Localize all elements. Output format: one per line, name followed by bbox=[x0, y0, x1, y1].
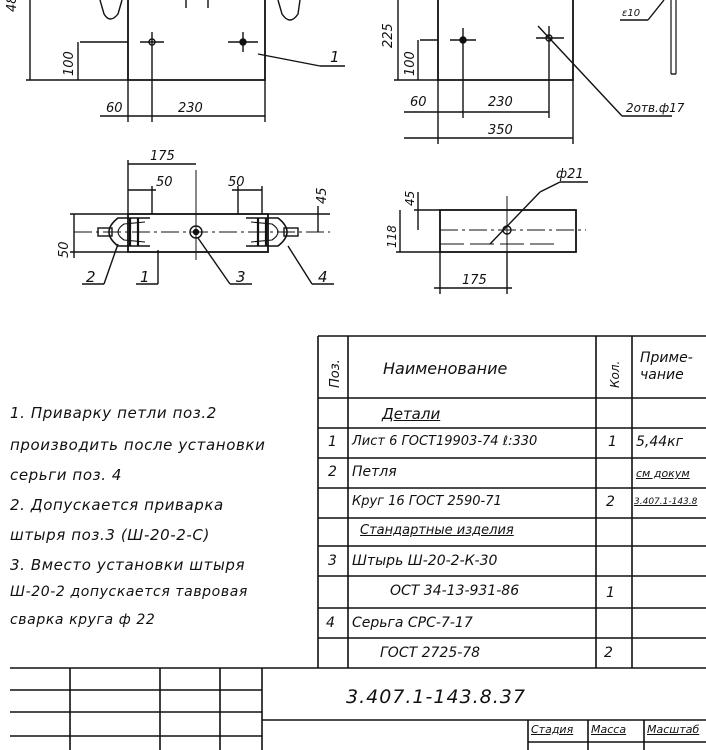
title-masshtab: Масштаб bbox=[647, 723, 700, 736]
section-view bbox=[396, 181, 588, 294]
leader-pos-1: 1 bbox=[140, 268, 150, 286]
side-view bbox=[394, 0, 677, 144]
title-massa: Масса bbox=[591, 723, 627, 736]
header-note: Приме- чание bbox=[640, 350, 693, 383]
note-line-6: 3. Вместо установки штыря bbox=[10, 556, 246, 574]
row-7-name: Серьга СРС-7-17 bbox=[352, 615, 473, 631]
row-1-name: Лист 6 ГОСТ19903-74 ℓ:330 bbox=[352, 434, 538, 449]
row-8-name: ГОСТ 2725-78 bbox=[380, 645, 481, 661]
dim-front-hole-height: 100 bbox=[62, 51, 77, 76]
leader-pos-2: 2 bbox=[86, 268, 96, 286]
dim-plan-175: 175 bbox=[150, 149, 175, 164]
dim-section-175: 175 bbox=[462, 273, 487, 288]
dim-plan-50-left: 50 bbox=[156, 175, 173, 190]
leader-pos-1-top: 1 bbox=[330, 48, 340, 66]
row-5-pos: 3 bbox=[328, 553, 337, 569]
row-7-pos: 4 bbox=[326, 615, 335, 631]
dim-section-diameter: ф21 bbox=[556, 167, 584, 182]
row-2-note: см докум bbox=[636, 467, 690, 480]
leader-pos-4: 4 bbox=[318, 268, 328, 286]
header-qty: Кол. bbox=[608, 361, 622, 388]
row-2-name: Петля bbox=[352, 464, 397, 480]
header-pos: Поз. bbox=[328, 359, 343, 388]
row-0-name: Детали bbox=[382, 405, 441, 423]
row-3-name: Круг 16 ГОСТ 2590-71 bbox=[352, 494, 502, 509]
note-line-4: 2. Допускается приварка bbox=[10, 496, 224, 514]
note-line-5: штыря поз.3 (Ш-20-2-С) bbox=[10, 526, 210, 544]
dim-side-100: 100 bbox=[403, 51, 418, 76]
note-line-1: 1. Приварку петли поз.2 bbox=[10, 404, 217, 422]
row-8-qty: 2 bbox=[604, 645, 613, 661]
front-view bbox=[26, 0, 345, 122]
note-line-8: сварка круга ф 22 bbox=[10, 612, 156, 628]
dim-section-45: 45 bbox=[403, 191, 417, 206]
row-5-name: Штырь Ш-20-2-К-30 bbox=[352, 553, 498, 569]
dim-side-230: 230 bbox=[488, 95, 513, 110]
note-line-2: производить после установки bbox=[10, 436, 266, 454]
spec-table-grid bbox=[317, 335, 706, 668]
document-code: 3.407.1-143.8.37 bbox=[346, 686, 526, 708]
hole-note: 2отв.ф17 bbox=[626, 101, 685, 115]
dim-plan-45: 45 bbox=[315, 187, 330, 204]
row-6-name: ОСТ 34-13-931-86 bbox=[390, 583, 520, 599]
row-3-qty: 2 bbox=[606, 494, 615, 510]
dim-side-350: 350 bbox=[488, 123, 513, 138]
title-block-grid bbox=[10, 667, 706, 750]
row-1-qty: 1 bbox=[608, 434, 617, 450]
row-4-name: Стандартные изделия bbox=[360, 523, 514, 538]
row-3-note: 3.407.1-143.8 bbox=[634, 497, 698, 507]
note-line-3: серьги поз. 4 bbox=[10, 466, 123, 484]
row-1-note: 5,44кг bbox=[636, 434, 683, 450]
dim-front-230: 230 bbox=[178, 101, 203, 116]
dim-side-225: 225 bbox=[381, 23, 396, 48]
plan-view bbox=[70, 160, 334, 285]
dim-side-60: 60 bbox=[410, 95, 427, 110]
dim-plan-50-height: 50 bbox=[57, 241, 72, 258]
header-name: Наименование bbox=[383, 359, 507, 378]
dim-plan-50-right: 50 bbox=[228, 175, 245, 190]
dim-front-60: 60 bbox=[106, 101, 123, 116]
rod-detail-label: ε10 bbox=[622, 8, 640, 19]
note-line-7: Ш-20-2 допускается тавровая bbox=[10, 584, 248, 600]
row-2-pos: 2 bbox=[328, 464, 337, 480]
row-1-pos: 1 bbox=[328, 434, 337, 450]
dim-section-118: 118 bbox=[385, 225, 399, 248]
leader-pos-3: 3 bbox=[236, 268, 246, 286]
dim-front-height: 48 bbox=[5, 0, 20, 12]
row-6-qty: 1 bbox=[606, 585, 615, 601]
title-stadiya: Стадия bbox=[531, 723, 574, 736]
